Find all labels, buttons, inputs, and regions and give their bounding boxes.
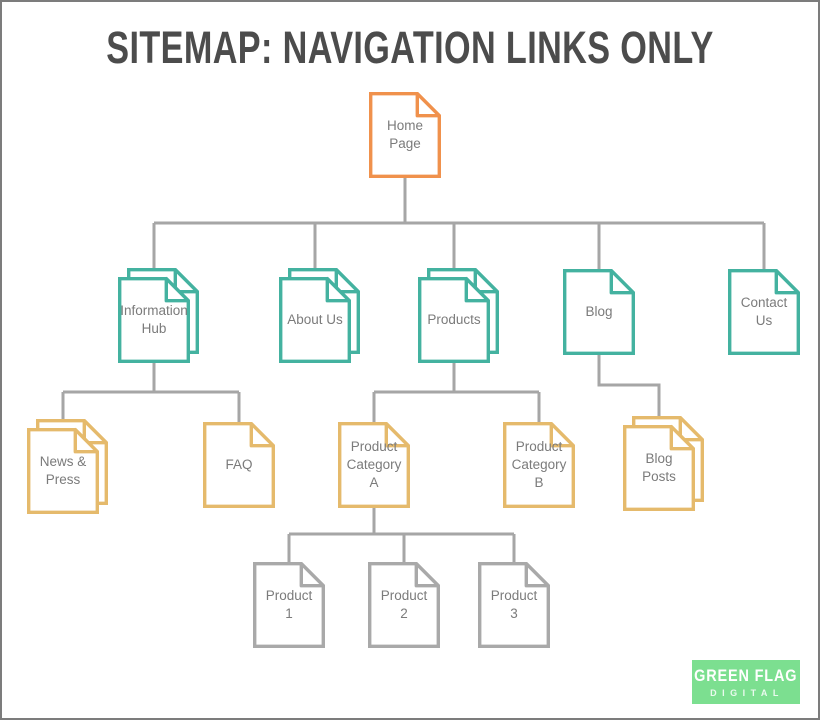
sitemap-node-contact-us: Contact Us: [728, 269, 800, 355]
sitemap-node-information-hub: Information Hub: [118, 268, 199, 363]
sitemap-node-blog-posts: Blog Posts: [623, 416, 704, 511]
sitemap-node-product-1: Product 1: [253, 562, 325, 648]
stacked-pages-icon: [279, 268, 360, 363]
page-icon: [368, 562, 440, 648]
sitemap-node-product-3: Product 3: [478, 562, 550, 648]
sitemap-node-product-2: Product 2: [368, 562, 440, 648]
sitemap-node-home-page: Home Page: [369, 92, 441, 178]
node-label: Contact Us: [740, 295, 788, 328]
page-icon: [253, 562, 325, 648]
sitemap-node-products: Products: [418, 268, 499, 363]
node-label: FAQ: [225, 457, 253, 473]
node-label: Product 2: [380, 588, 428, 621]
stacked-pages-icon: [418, 268, 499, 363]
sitemap-node-product-category-b: Product Category B: [503, 422, 575, 508]
stacked-pages-icon: [27, 419, 108, 514]
node-label: News & Press: [39, 454, 87, 487]
page-icon: [338, 422, 410, 508]
page-icon: [203, 422, 275, 508]
page-icon: [369, 92, 441, 178]
page-icon: [728, 269, 800, 355]
diagram-title: SITEMAP: NAVIGATION LINKS ONLY: [106, 22, 714, 73]
node-label: Information Hub: [120, 303, 188, 336]
node-label: Blog: [585, 304, 613, 320]
sitemap-node-news-press: News & Press: [27, 419, 108, 514]
stacked-pages-icon: [623, 416, 704, 511]
sitemap-node-about-us: About Us: [279, 268, 360, 363]
node-label: Product Category A: [346, 439, 402, 490]
page-icon: [503, 422, 575, 508]
node-label: Products: [427, 312, 481, 328]
node-label: Product 3: [490, 588, 538, 621]
sitemap-node-product-category-a: Product Category A: [338, 422, 410, 508]
node-label: Home Page: [386, 118, 423, 151]
sitemap-node-faq: FAQ: [203, 422, 275, 508]
node-label: Blog Posts: [642, 451, 676, 484]
node-label: Product Category B: [511, 439, 567, 490]
logo-line1: GREEN FLAG: [694, 666, 798, 685]
logo-line2: DIGITAL: [710, 688, 784, 698]
connector: [597, 355, 661, 416]
node-label: Product 1: [265, 588, 313, 621]
stacked-pages-icon: [118, 268, 199, 363]
node-label: About Us: [287, 312, 343, 328]
page-icon: [563, 269, 635, 355]
sitemap-node-blog: Blog: [563, 269, 635, 355]
page-icon: [478, 562, 550, 648]
green-flag-digital-logo: GREEN FLAG DIGITAL: [692, 660, 800, 704]
